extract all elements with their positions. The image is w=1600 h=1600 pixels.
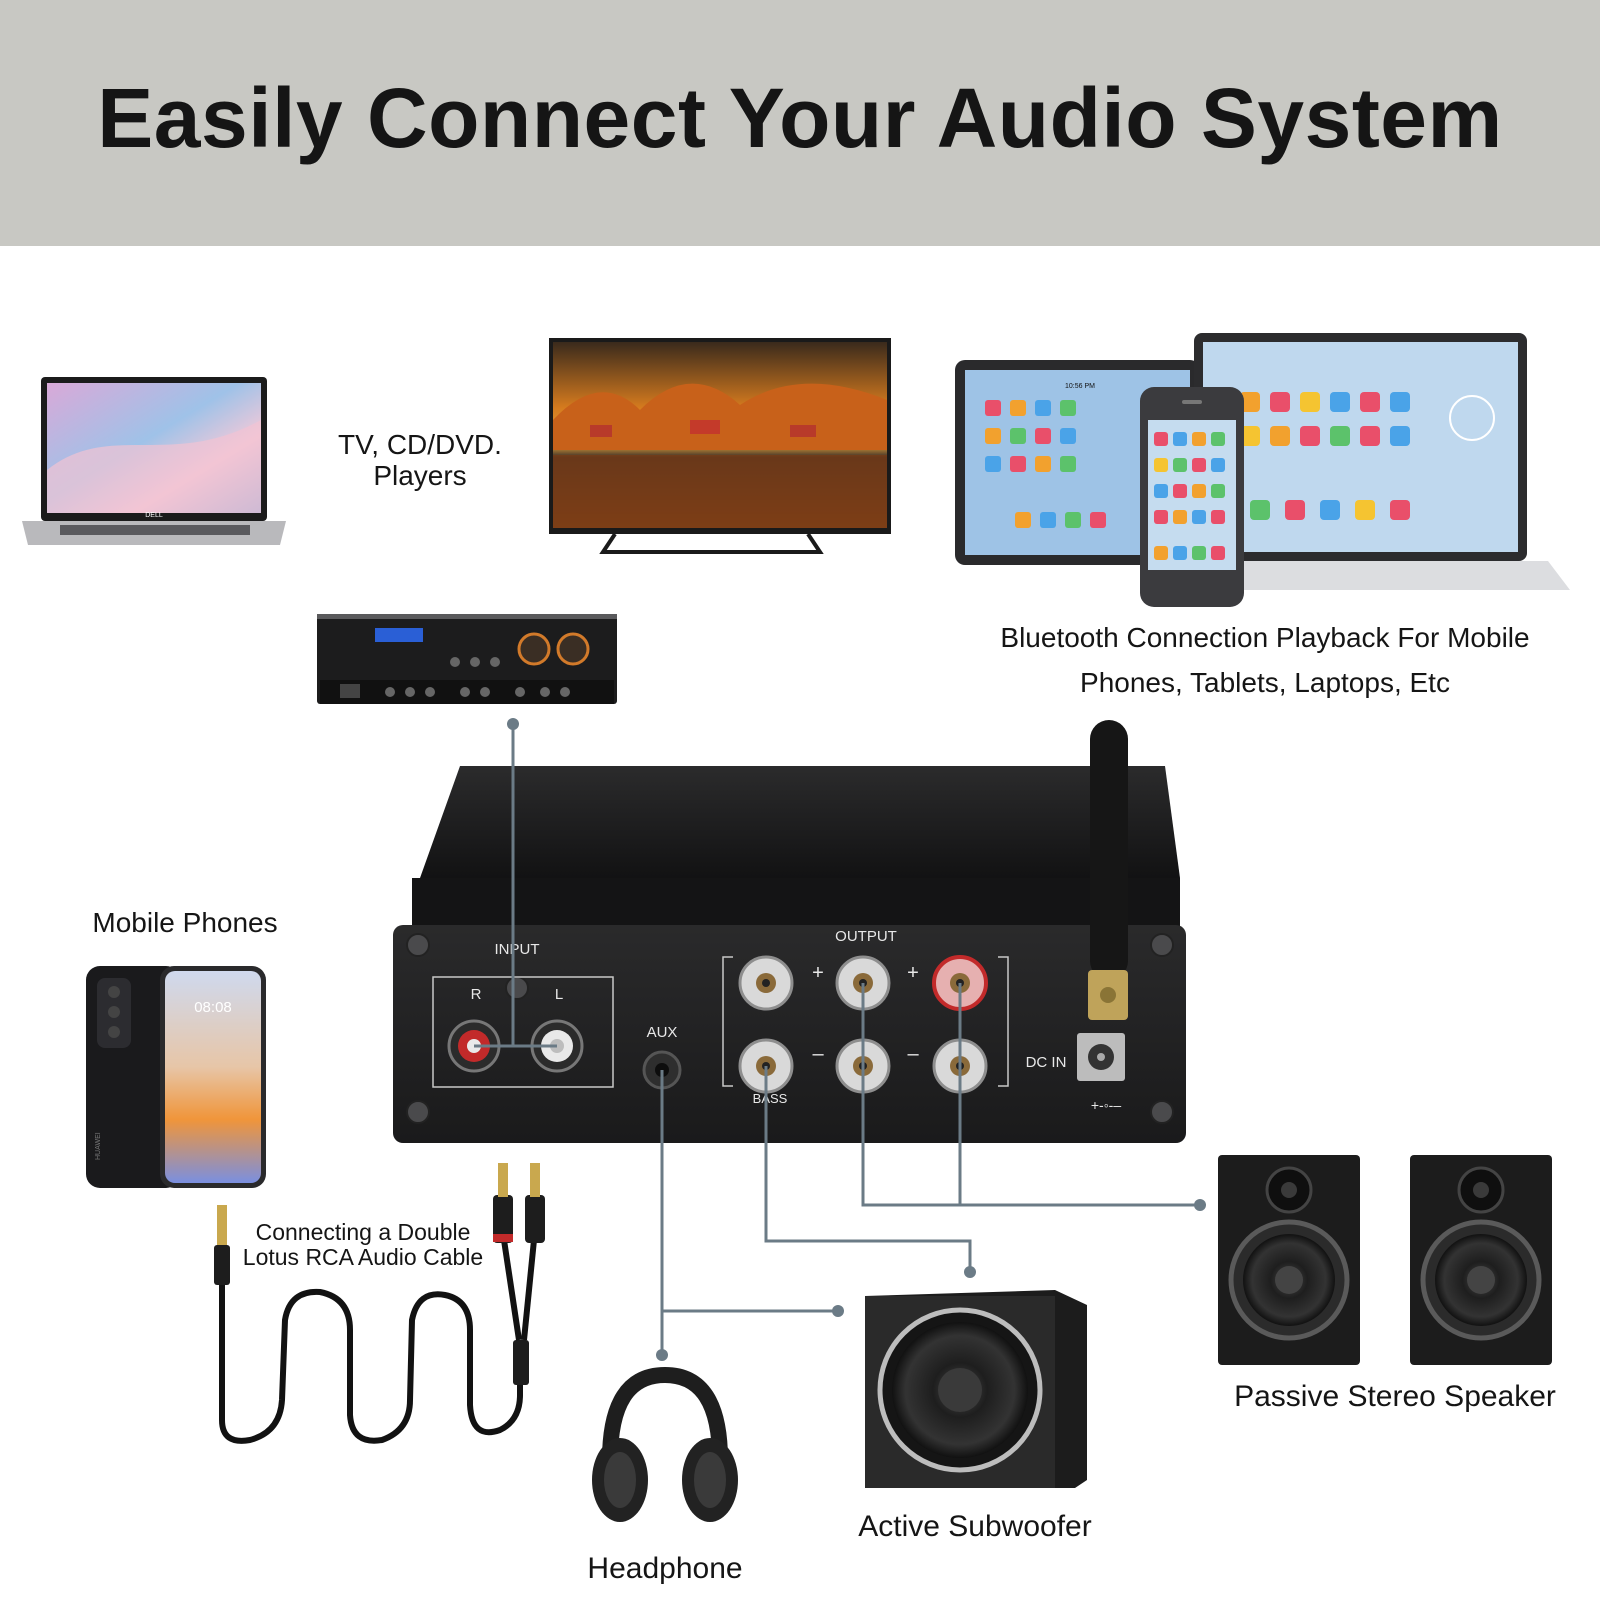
- subwoofer-image: [865, 1290, 1087, 1488]
- connector-dots: [507, 718, 1206, 1361]
- line-left-to-speakers: [861, 983, 1200, 1207]
- laptop-brand: DELL: [145, 512, 163, 519]
- page-title: Easily Connect Your Audio System: [97, 71, 1503, 165]
- mobile-phones-label: Mobile Phones: [92, 907, 278, 938]
- output-label: OUTPUT: [835, 928, 897, 945]
- connector-lines: [474, 724, 1200, 1355]
- dc-in-label: DC IN: [1026, 1054, 1067, 1071]
- passive-speaker-label: Passive Stereo Speaker: [1234, 1380, 1556, 1413]
- bass-label: BASS: [753, 1091, 788, 1106]
- tablet-time: 10:56 PM: [1065, 383, 1095, 390]
- output-plus-1: +: [812, 962, 824, 984]
- input-right-label: R: [471, 986, 482, 1003]
- dc-in-jack[interactable]: [1077, 1033, 1125, 1081]
- bluetooth-devices-image: 10:56 PM: [955, 333, 1570, 607]
- mobile-phones-image: 08:08 HUAWEI: [86, 966, 266, 1188]
- phone-time: 08:08: [194, 999, 232, 1016]
- binding-post-bass-plus[interactable]: [738, 955, 794, 1011]
- line-bass-to-subwoofer: [764, 1066, 972, 1272]
- output-plus-2: +: [907, 962, 919, 984]
- dc-polarity-label: +-◦-–: [1091, 1097, 1121, 1113]
- tv-players-label: TV, CD/DVD. Players: [338, 429, 502, 491]
- aux-label: AUX: [647, 1024, 678, 1041]
- laptop-image: DELL: [22, 377, 286, 545]
- input-left-label: L: [555, 986, 563, 1003]
- subwoofer-label: Active Subwoofer: [858, 1510, 1092, 1543]
- rca-cable-label: Connecting a Double Lotus RCA Audio Cabl…: [242, 1219, 484, 1271]
- output-minus-2: –: [907, 1043, 919, 1065]
- header-banner: [0, 0, 1600, 246]
- headphone-image: [592, 1366, 738, 1522]
- passive-speaker-left: [1218, 1155, 1360, 1365]
- headphone-label: Headphone: [587, 1552, 743, 1585]
- tv-image: [549, 338, 891, 554]
- bluetooth-label: Bluetooth Connection Playback For Mobile…: [1000, 622, 1530, 698]
- rca-cable-image: [214, 1163, 545, 1444]
- phone-brand: HUAWEI: [95, 1132, 102, 1160]
- input-label: INPUT: [495, 941, 540, 958]
- passive-speaker-right: [1410, 1155, 1552, 1365]
- output-minus-1: –: [812, 1043, 824, 1065]
- rack-amplifier-image: [317, 614, 617, 704]
- bluetooth-antenna: [1088, 720, 1128, 1020]
